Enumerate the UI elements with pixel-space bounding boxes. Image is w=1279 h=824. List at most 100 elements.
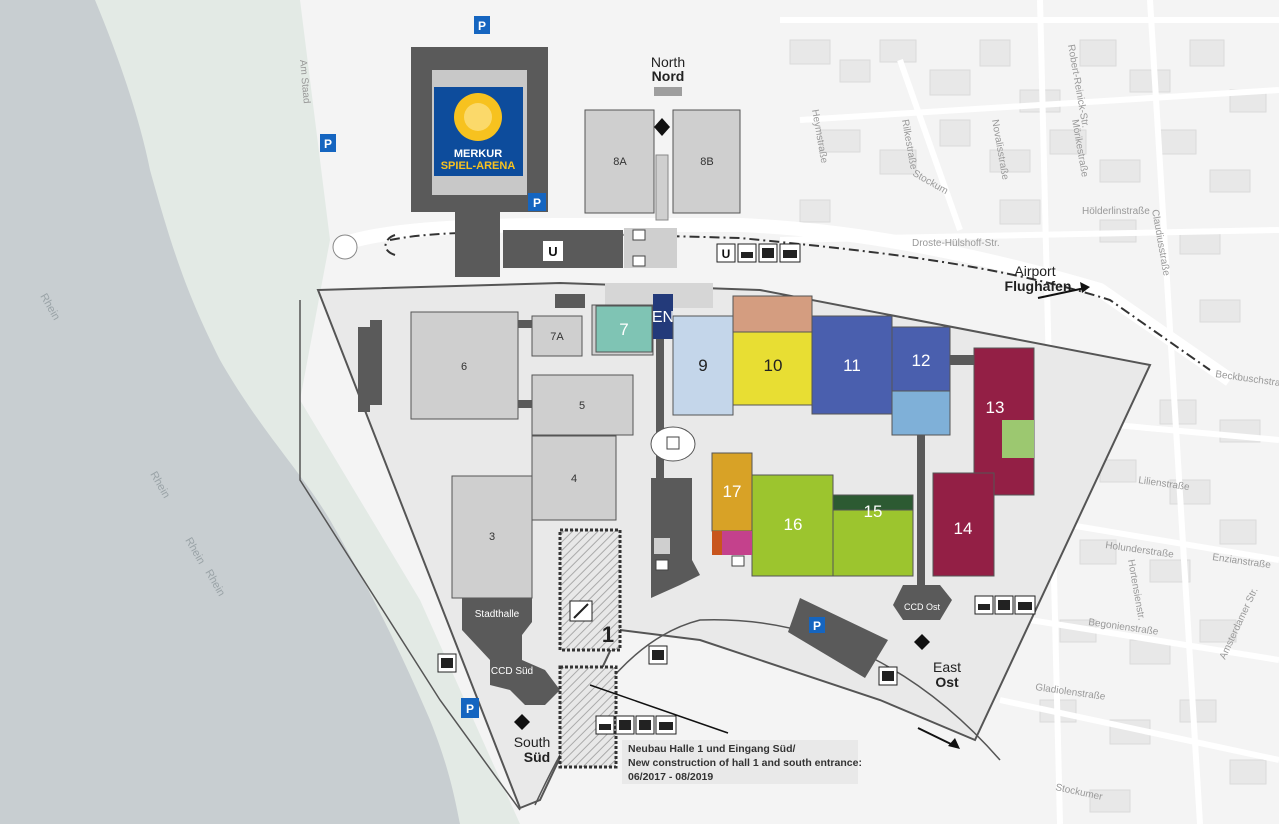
restaurant-icon (666, 436, 680, 450)
hall-15[interactable] (832, 509, 914, 577)
taxi-icon[interactable] (974, 595, 994, 615)
west-road (299, 300, 521, 811)
stadthalle-ccd-sued[interactable] (462, 598, 560, 705)
roundabout (332, 234, 358, 260)
bus-icon[interactable] (758, 243, 778, 263)
north-entrance-de: Nord (652, 68, 685, 84)
parking-icon[interactable]: P (528, 193, 546, 211)
svg-text:U: U (548, 244, 557, 259)
hall-8b-label: 8B (700, 156, 713, 168)
hall-6-label: 6 (461, 361, 467, 373)
hall-5[interactable] (531, 374, 634, 436)
central-walkway (656, 339, 664, 499)
bus-icon[interactable] (648, 645, 668, 665)
west-annex-2 (370, 320, 382, 405)
hall-13-label: 13 (986, 398, 1005, 417)
link-12-13 (950, 355, 974, 365)
shuttle-icon[interactable] (1014, 595, 1036, 615)
svg-text:P: P (813, 619, 821, 633)
hall-1-label: 1 (602, 622, 614, 647)
svg-text:P: P (533, 196, 541, 210)
hall-7a-label: 7A (550, 331, 564, 343)
hall-4[interactable] (531, 435, 617, 521)
entrance-nord-label: EN (652, 309, 674, 326)
hall-10[interactable] (732, 331, 813, 406)
hall-17-annex-a (712, 531, 722, 555)
hall-17[interactable] (711, 452, 753, 532)
hall-9[interactable] (672, 315, 734, 416)
construction-note-line2: New construction of hall 1 and south ent… (628, 757, 862, 769)
logo-line1: MERKUR (454, 148, 502, 160)
east-walkway (917, 435, 925, 585)
bus-icon[interactable] (615, 715, 635, 735)
hall-12-label: 12 (912, 351, 931, 370)
entrance-nord-building[interactable] (653, 294, 673, 339)
small-building (555, 294, 585, 308)
shuttle-icon[interactable] (779, 243, 801, 263)
restaurant-icon (632, 255, 646, 267)
south-entrance-en: South (514, 734, 551, 750)
hall-12-south (891, 390, 951, 436)
hall-8a (584, 109, 655, 214)
bus-icon[interactable] (635, 715, 655, 735)
hall-14-label: 14 (954, 519, 973, 538)
hall-10-label: 10 (764, 356, 783, 375)
rail-loop (384, 234, 396, 256)
taxi-icon[interactable] (737, 243, 757, 263)
hall-6[interactable] (410, 311, 519, 420)
subway-icon[interactable]: U (543, 241, 563, 261)
main-road (337, 218, 1234, 386)
west-annex (358, 327, 370, 412)
construction-pointer (589, 684, 729, 734)
hall-7[interactable] (595, 305, 653, 353)
north-gate (654, 87, 682, 96)
subway-icon[interactable]: U (716, 243, 736, 263)
airport-label-de: Flughafen (1005, 278, 1072, 294)
bus-icon[interactable] (437, 653, 457, 673)
street-label: Am Staad (297, 59, 312, 104)
stadium-connector (455, 212, 500, 277)
service-block (654, 538, 670, 554)
link-6-5 (518, 400, 532, 408)
construction-note-line3: 06/2017 - 08/2019 (628, 771, 713, 783)
south-entrance-de: Süd (524, 749, 550, 765)
south-arrow-icon (514, 714, 530, 730)
east-entrance-de: Ost (935, 674, 959, 690)
hall-13-courtyard (1002, 420, 1034, 458)
parking-icon[interactable]: P (461, 698, 479, 718)
bus-icon[interactable] (878, 666, 898, 686)
svg-text:P: P (478, 19, 486, 33)
ccd-ost[interactable] (893, 585, 952, 620)
ccd-ost-label: CCD Ost (904, 602, 940, 612)
hall-7a[interactable] (531, 315, 583, 357)
parking-icon[interactable]: P (320, 134, 336, 152)
hall-14[interactable] (932, 472, 995, 577)
hall-8a-label: 8A (613, 156, 627, 168)
svg-text:P: P (466, 702, 474, 716)
hall-11[interactable] (811, 315, 893, 415)
svg-text:U: U (722, 247, 731, 261)
shuttle-icon[interactable] (655, 715, 677, 735)
hall-8b (672, 109, 741, 214)
link-6-7a (518, 320, 532, 328)
logo-line2: SPIEL-ARENA (441, 160, 516, 172)
north-arrow-icon (654, 118, 670, 136)
restaurant-icon (655, 559, 669, 571)
hall-3[interactable] (451, 475, 533, 599)
taxi-icon[interactable] (595, 715, 615, 735)
hall-9-label: 9 (698, 356, 707, 375)
hall-17-annex-b (722, 531, 752, 555)
bus-icon[interactable] (994, 595, 1014, 615)
north-entrance-en: North (651, 54, 685, 70)
construction-note-line1: Neubau Halle 1 und Eingang Süd/ (628, 743, 796, 755)
arrow-icon (1037, 282, 1090, 299)
svg-text:P: P (324, 137, 332, 151)
restaurant-icon (632, 229, 646, 241)
hall-16[interactable] (751, 474, 834, 577)
walkway-north (655, 154, 669, 221)
airport-label-en: Airport (1014, 263, 1055, 279)
parking-icon[interactable]: P (474, 16, 490, 34)
hall-10-annex (732, 295, 813, 333)
hall-1-construction[interactable] (558, 528, 622, 652)
